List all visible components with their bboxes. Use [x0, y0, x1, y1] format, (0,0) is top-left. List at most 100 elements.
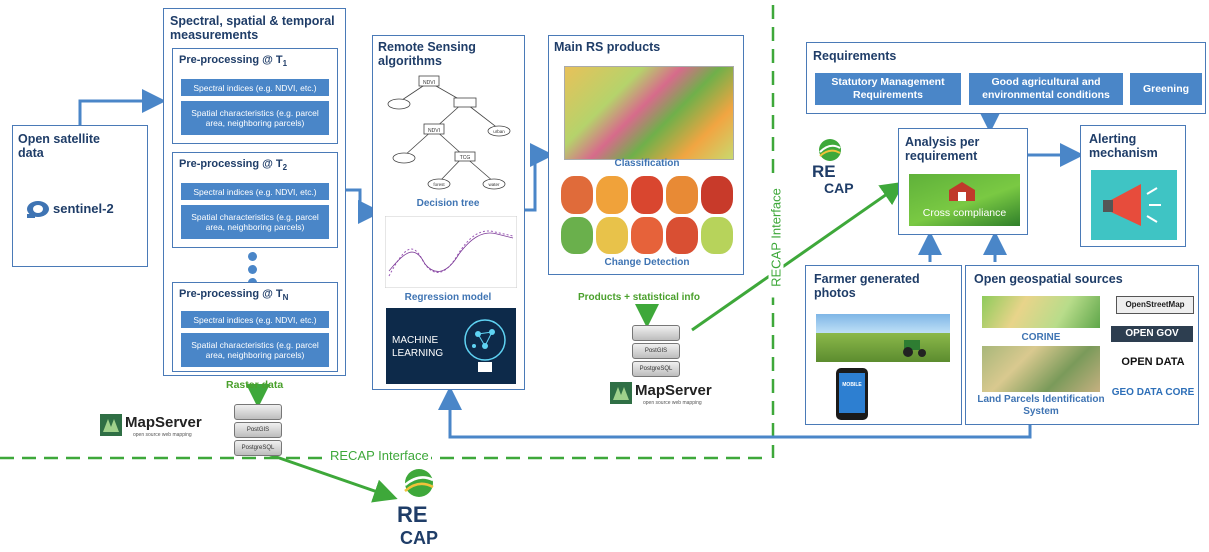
alerting-panel: Alerting mechanism: [1080, 125, 1186, 247]
recap-logo-bottom: RE CAP: [395, 468, 455, 552]
mobile-phone-image: MOBILE: [836, 368, 868, 420]
cross-compliance-text: Cross compliance: [922, 207, 1007, 219]
preprocessing-title-2: Pre-processing @ T2: [179, 158, 288, 173]
tractor-icon: [903, 340, 926, 357]
change-detection-caption: Change Detection: [604, 257, 690, 268]
preprocessing-box-2: Pre-processing @ T2 Spectral indices (e.…: [172, 152, 338, 248]
geodatacore-logo: GEO DATA CORE: [1111, 387, 1195, 398]
decision-tree-caption: Decision tree: [416, 198, 480, 209]
preprocessing-box-1: Pre-processing @ T1 Spectral indices (e.…: [172, 48, 338, 144]
algorithms-title: Remote Sensing algorithms: [378, 40, 476, 68]
mapserver-icon: [100, 414, 122, 436]
preprocessing-title-n: Pre-processing @ TN: [179, 288, 289, 303]
arrow-algorithms-to-products: [525, 143, 554, 212]
mapserver-tag-left: open source web mapping: [133, 432, 192, 438]
analysis-panel: Analysis per requirement Cross complianc…: [898, 128, 1028, 235]
tractor-photo: [816, 314, 950, 362]
classification-caption: Classification: [614, 158, 680, 169]
products-statistical-label: Products + statistical info: [578, 292, 700, 303]
lpis-map-image: [982, 346, 1100, 392]
sentinel-logo-icon: [27, 201, 49, 218]
recap-cap-bottom: CAP: [400, 528, 439, 548]
openstreetmap-logo: OpenStreetMap: [1116, 296, 1194, 314]
machine-learning-text: MACHINE LEARNING: [392, 335, 444, 359]
arrow-geo-to-algorithms: [438, 386, 1032, 439]
corine-map-image: [982, 296, 1100, 328]
mobile-text: MOBILE: [842, 382, 862, 388]
lpis-caption: Land Parcels Identification System: [977, 394, 1105, 417]
arrow-db-to-recap-bottom: [261, 450, 398, 503]
farmer-title: Farmer generated photos: [814, 272, 920, 300]
algorithms-panel: Remote Sensing algorithms NDVI NDVI TCG …: [372, 35, 525, 390]
spatial-characteristics-2: Spatial characteristics (e.g. parcel are…: [181, 205, 329, 239]
cross-compliance-image: Cross compliance: [909, 174, 1020, 226]
requirement-gaec: Good agricultural and environmental cond…: [969, 73, 1123, 105]
tree-node-tcg: TCG: [460, 155, 471, 161]
products-panel: Main RS products Classification Change D…: [548, 35, 744, 275]
analysis-title: Analysis per requirement: [905, 135, 980, 163]
products-title: Main RS products: [554, 40, 661, 54]
requirements-title: Requirements: [813, 49, 897, 63]
tree-node-ndvi-1: NDVI: [423, 80, 435, 86]
mapserver-text-middle: MapServer: [635, 382, 712, 399]
interface-label-horizontal: RECAP Interface: [328, 448, 431, 463]
mapserver-tag-middle: open source web mapping: [643, 400, 702, 406]
database-middle-cyl-2: PostGIS: [632, 343, 680, 359]
spatial-characteristics-1: Spatial characteristics (e.g. parcel are…: [181, 101, 329, 135]
farmer-panel: Farmer generated photos MOBILE: [805, 265, 962, 425]
spectral-indices-2: Spectral indices (e.g. NDVI, etc.): [181, 183, 329, 200]
arrow-preprocessing-to-algorithms: [345, 188, 382, 224]
mapserver-icon: [610, 382, 632, 404]
megaphone-image: [1091, 170, 1177, 240]
database-left: PostGIS PostgreSQL: [234, 404, 282, 458]
database-middle: PostGIS PostgreSQL: [632, 325, 680, 379]
sentinel-logo-text: sentinel-2: [53, 201, 114, 216]
database-middle-cyl-3: PostgreSQL: [632, 361, 680, 377]
mapserver-logo-left: MapServer open source web mapping: [100, 412, 230, 442]
regression-plot: [385, 216, 517, 288]
opendata-logo: OPEN DATA: [1121, 356, 1185, 368]
requirement-smr: Statutory Management Requirements: [815, 73, 961, 105]
satellite-title: Open satellite data: [18, 132, 100, 160]
recap-leaf-icon: [819, 139, 841, 161]
megaphone-icon: [1103, 184, 1161, 226]
classification-map-image: [564, 66, 734, 160]
tree-node-urban: urban: [493, 129, 505, 134]
arrow-satellite-to-preprocessing: [78, 89, 166, 125]
spectral-indices-n: Spectral indices (e.g. NDVI, etc.): [181, 311, 329, 328]
tree-node-forest: forest: [433, 182, 445, 187]
recap-leaf-icon: [404, 469, 434, 497]
recap-cap-right: CAP: [824, 180, 854, 196]
regression-caption: Regression model: [404, 292, 492, 303]
geospatial-title: Open geospatial sources: [974, 272, 1123, 286]
interface-label-vertical: RECAP Interface: [768, 177, 784, 298]
corine-caption: CORINE: [1021, 332, 1061, 343]
mapserver-logo-middle: MapServer open source web mapping: [610, 380, 740, 410]
tree-node-water: water: [488, 182, 500, 187]
preprocessing-box-n: Pre-processing @ TN Spectral indices (e.…: [172, 282, 338, 372]
recap-re-right: RE: [812, 162, 836, 181]
requirement-greening: Greening: [1130, 73, 1202, 105]
lightbulb-network-icon: [464, 319, 506, 372]
preprocessing-title-1: Pre-processing @ T1: [179, 54, 288, 69]
opengov-logo: OPEN GOV: [1111, 326, 1193, 342]
tree-node-ndvi-2: NDVI: [428, 128, 440, 134]
decision-tree-diagram: NDVI NDVI TCG forest water urban: [387, 75, 511, 190]
geospatial-panel: Open geospatial sources CORINE Land Parc…: [965, 265, 1199, 425]
requirements-panel: Requirements Statutory Management Requir…: [806, 42, 1206, 114]
database-left-cyl-2: PostGIS: [234, 422, 282, 438]
machine-learning-image: MACHINE LEARNING: [386, 308, 516, 384]
barn-icon: [949, 182, 975, 201]
measurements-title: Spectral, spatial & temporal measurement…: [170, 14, 335, 42]
raster-data-label: Raster data: [226, 379, 284, 391]
recap-logo-right: RE CAP: [810, 138, 870, 202]
database-left-cyl-3: PostgreSQL: [234, 440, 282, 456]
arrow-db-to-analysis: [691, 181, 905, 332]
recap-re-bottom: RE: [397, 502, 428, 527]
database-left-cyl-1: [234, 404, 282, 420]
mapserver-text-left: MapServer: [125, 414, 202, 431]
database-middle-cyl-1: [632, 325, 680, 341]
satellite-box: Open satellite data sentinel-2: [12, 125, 148, 267]
change-detection-image: [561, 176, 733, 254]
alerting-title: Alerting mechanism: [1089, 132, 1158, 160]
